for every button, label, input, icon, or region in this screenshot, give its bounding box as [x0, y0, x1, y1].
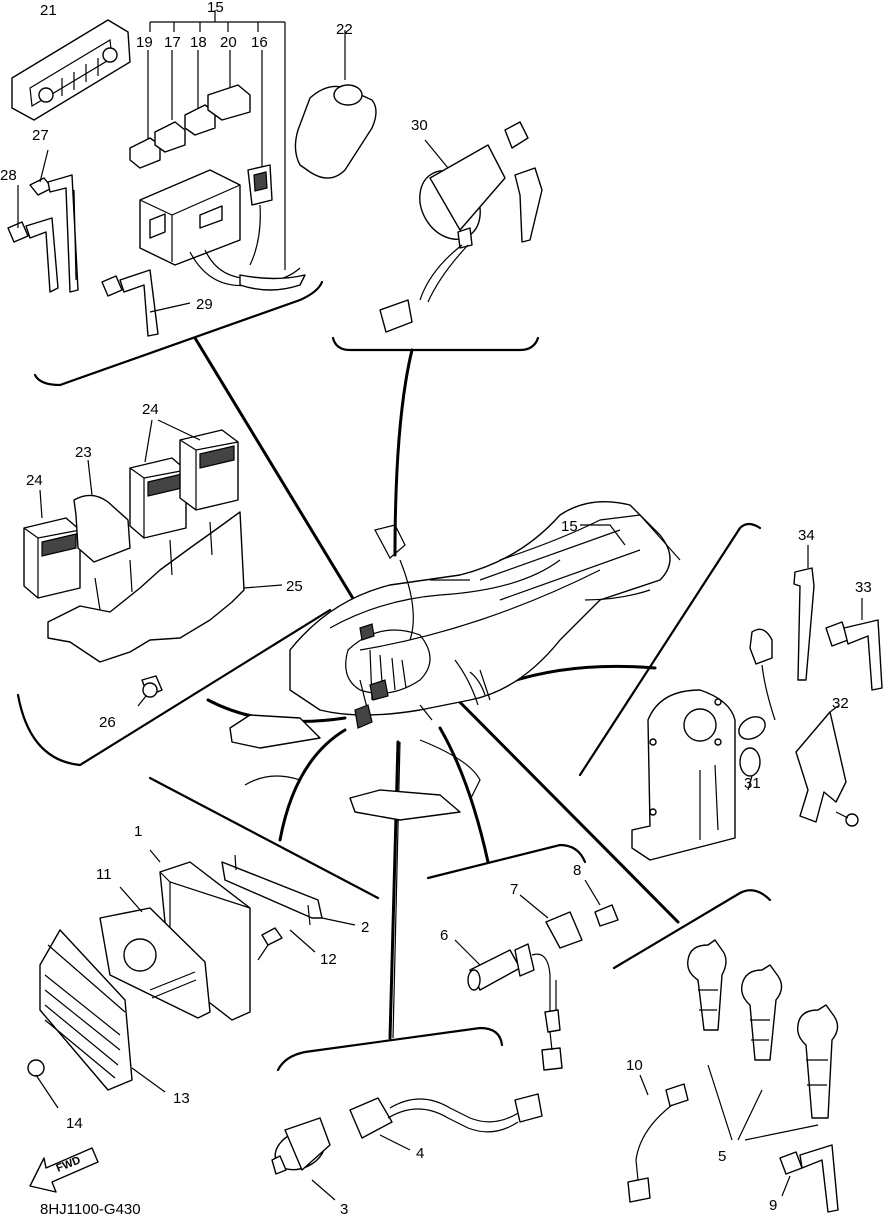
- drawing-code: 8HJ1100-G430: [40, 1201, 141, 1217]
- callout-29: 29: [196, 296, 213, 313]
- part-15-fuse-box: [129, 10, 306, 291]
- callout-17: 17: [164, 34, 181, 51]
- callout-13: 13: [173, 1090, 190, 1107]
- callout-16: 16: [251, 34, 268, 51]
- callout-21: 21: [40, 2, 57, 19]
- callout-7: 7: [510, 881, 518, 898]
- callout-27: 27: [32, 127, 49, 144]
- callout-10: 10: [626, 1057, 643, 1074]
- motorcycle-frame: [229, 500, 681, 821]
- callout-33: 33: [855, 579, 872, 596]
- callout-1: 1: [134, 823, 142, 840]
- callout-19: 19: [136, 34, 153, 51]
- callout-24b: 24: [26, 472, 43, 489]
- callout-5: 5: [718, 1148, 726, 1165]
- part-1-14-ecu-regulator: [27, 849, 356, 1109]
- callout-24a: 24: [142, 401, 159, 418]
- callout-6: 6: [440, 927, 448, 944]
- callout-30: 30: [411, 117, 428, 134]
- callout-4: 4: [416, 1145, 424, 1162]
- part-23-24-25-relays: [23, 419, 283, 663]
- part-21-cover: [11, 19, 131, 121]
- callout-25: 25: [286, 578, 303, 595]
- callout-3: 3: [340, 1201, 348, 1217]
- part-6-8-sensor: [454, 879, 619, 1071]
- callout-34: 34: [798, 527, 815, 544]
- callout-8: 8: [573, 862, 581, 879]
- section-borders: [16, 280, 772, 1072]
- part-31-34-bracket: [631, 545, 883, 861]
- callout-14: 14: [66, 1115, 83, 1132]
- fwd-arrow-icon: FWD: [29, 1147, 99, 1193]
- callout-15b: 15: [561, 518, 578, 535]
- callout-32: 32: [832, 695, 849, 712]
- callout-31: 31: [744, 775, 761, 792]
- callout-11: 11: [96, 866, 112, 883]
- callout-9: 9: [769, 1197, 777, 1214]
- callout-12: 12: [320, 951, 337, 968]
- part-26-screw: [137, 675, 163, 707]
- callout-18: 18: [190, 34, 207, 51]
- callout-26: 26: [99, 714, 116, 731]
- part-3-4-switch: [271, 1093, 543, 1201]
- part-27-28-29-cable-ties: [7, 149, 191, 337]
- callout-28: 28: [0, 167, 17, 184]
- callout-20: 20: [220, 34, 237, 51]
- part-5-9-10-coils: [627, 939, 839, 1213]
- callout-15: 15: [207, 0, 224, 16]
- callout-2: 2: [361, 919, 369, 936]
- callout-22: 22: [336, 21, 353, 38]
- part-30-main-switch: [379, 121, 543, 333]
- part-22-bottle: [294, 30, 377, 179]
- callout-23: 23: [75, 444, 92, 461]
